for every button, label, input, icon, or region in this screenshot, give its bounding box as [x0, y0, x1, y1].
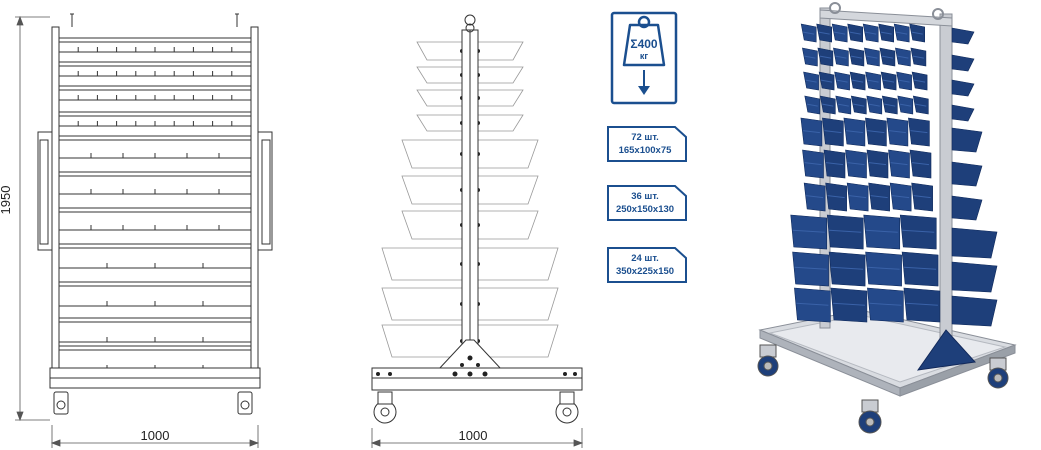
render-bin: [830, 287, 868, 323]
front-width-dimension: [50, 425, 260, 448]
side-bin: [477, 247, 559, 281]
render-bin: [794, 287, 831, 323]
render-bin: [826, 214, 864, 250]
side-bin: [381, 287, 463, 321]
side-view-frame: [371, 14, 583, 424]
side-bin: [401, 139, 463, 169]
caster-wheel: [858, 399, 882, 434]
side-bin: [477, 210, 539, 240]
render-side-bin: [951, 195, 983, 221]
side-bin: [381, 247, 463, 281]
render-bin: [828, 251, 866, 287]
side-bin: [416, 114, 463, 132]
side-bin: [381, 324, 463, 358]
render-bin: [899, 214, 937, 250]
render-side-bin: [951, 127, 983, 153]
render-side-bin: [951, 79, 975, 97]
height-label: 1950: [0, 186, 13, 215]
bin-spec-size: 350x225x150: [616, 266, 674, 277]
render-bin: [903, 287, 941, 323]
side-bin: [416, 41, 463, 61]
side-bin: [477, 287, 559, 321]
render-bin: [901, 251, 939, 287]
side-bin: [477, 89, 524, 107]
side-bin: [477, 175, 539, 205]
render-side-bin: [951, 161, 983, 187]
side-bin: [477, 139, 539, 169]
side-bin: [477, 114, 524, 132]
bin-spec-count: 72 шт.: [631, 132, 659, 143]
bin-spec-badge-2: 36 шт. 250x150x130: [607, 185, 687, 221]
render-side-bin: [951, 27, 975, 45]
bin-spec-count: 36 шт.: [631, 191, 659, 202]
render-bin: [867, 287, 904, 323]
side-bin: [401, 175, 463, 205]
height-dimension: [15, 15, 50, 422]
side-bin: [416, 66, 463, 84]
side-view-dots: [376, 355, 577, 377]
render-side-bin: [951, 54, 975, 72]
render-side-bin: [951, 295, 998, 327]
front-width-label: 1000: [141, 428, 170, 443]
bin-spec-count: 24 шт.: [631, 253, 659, 264]
load-capacity-badge: [610, 11, 678, 105]
render-bin: [865, 251, 902, 287]
capacity-value: Σ400: [630, 37, 658, 51]
caster-wheel: [757, 344, 779, 377]
arrow-down-icon: [638, 86, 650, 95]
render-bin: [790, 214, 828, 250]
render-bin: [792, 251, 829, 287]
render-side-bin: [951, 227, 998, 259]
side-bin: [401, 210, 463, 240]
front-view-drawing: [37, 13, 273, 415]
caster-wheel: [987, 357, 1009, 389]
side-bin: [477, 66, 524, 84]
rack-3d-render: [757, 2, 1017, 434]
side-bin: [477, 324, 559, 358]
bin-spec-size: 165x100x75: [619, 145, 673, 156]
bin-spec-badge-1: 72 шт. 165x100x75: [607, 126, 687, 162]
side-width-label: 1000: [459, 428, 488, 443]
bin-spec-size: 250x150x130: [616, 204, 674, 215]
side-bin: [416, 89, 463, 107]
render-bin: [863, 214, 901, 250]
bin-spec-badge-3: 24 шт. 350x225x150: [607, 247, 687, 283]
capacity-unit: кг: [640, 51, 649, 61]
render-side-bin: [951, 104, 975, 122]
side-bin: [477, 41, 524, 61]
side-width-dimension: [370, 428, 584, 448]
render-side-bin: [951, 261, 998, 293]
